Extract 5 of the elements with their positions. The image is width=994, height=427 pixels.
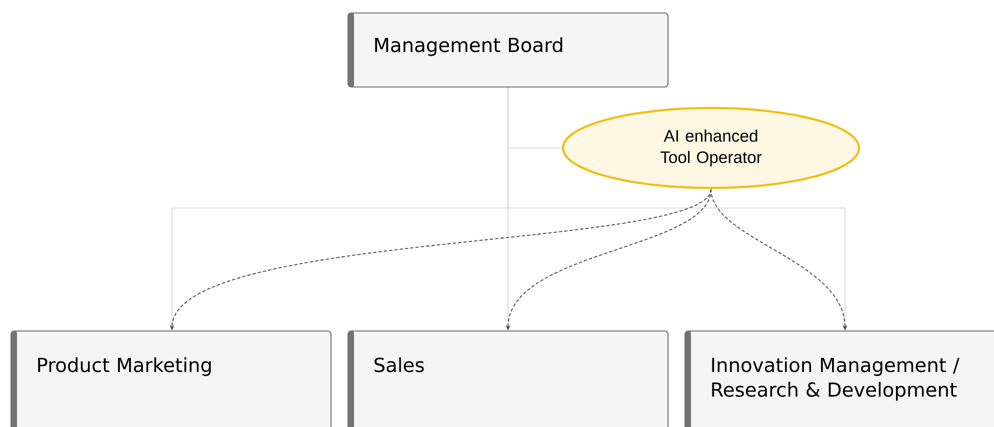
org-box: Sales <box>347 330 669 427</box>
connector-line <box>508 87 846 331</box>
org-box: Product Marketing <box>10 330 332 427</box>
org-box: Management Board <box>347 12 669 88</box>
org-box: Innovation Management / Research & Development <box>684 330 994 427</box>
